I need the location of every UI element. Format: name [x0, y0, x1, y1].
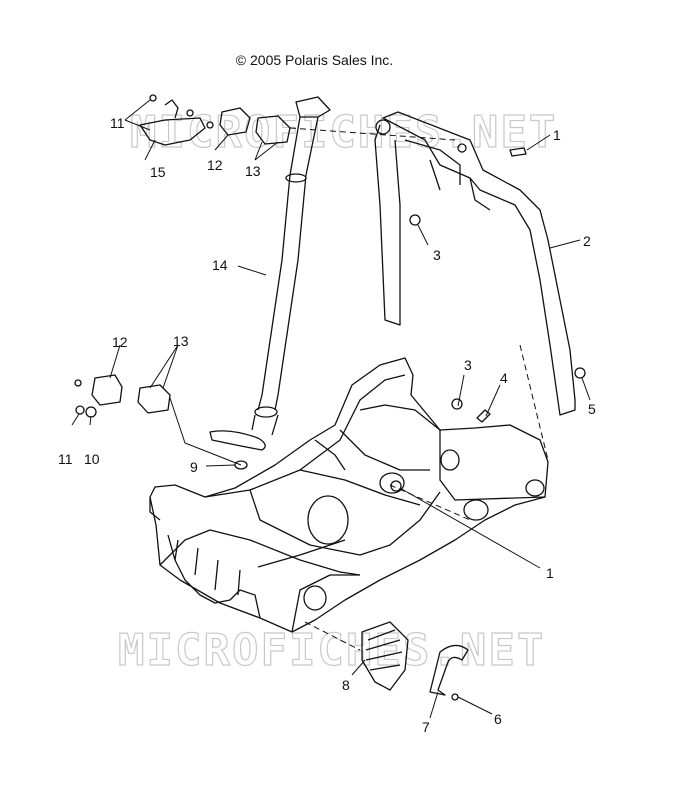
callout-2: 2 — [583, 233, 591, 249]
bolt-4 — [476, 409, 491, 423]
copyright-notice: © 2005 Polaris Sales Inc. — [235, 52, 394, 68]
nut-11-top-b — [186, 109, 194, 117]
clamp-13-left — [137, 384, 171, 414]
callout-3-mid: 3 — [464, 357, 472, 373]
nut-11-left — [75, 405, 85, 415]
shift-boot-8 — [361, 621, 409, 691]
callout-10: 10 — [84, 451, 100, 467]
callout-14: 14 — [212, 257, 228, 273]
callout-15: 15 — [150, 164, 166, 180]
clip-3-top — [409, 214, 421, 226]
watermark-bottom: MICROFICHES.NET — [118, 625, 545, 676]
steering-column — [209, 96, 331, 451]
watermark-top: MICROFICHES.NET — [130, 107, 557, 158]
bolt-1-top — [509, 147, 527, 157]
washer-10 — [85, 406, 97, 418]
callout-13-top: 13 — [245, 163, 261, 179]
callout-12-top: 12 — [207, 157, 223, 173]
clamp-12-top — [219, 107, 251, 136]
callout-12-left: 12 — [112, 334, 128, 350]
callout-5: 5 — [588, 401, 596, 417]
clip-3-mid — [451, 398, 463, 410]
nut-11-top-a — [149, 94, 157, 102]
clamp-12-left — [91, 374, 123, 406]
callout-7: 7 — [422, 719, 430, 735]
callout-3-top: 3 — [433, 247, 441, 263]
callout-6: 6 — [494, 711, 502, 727]
callout-13-left: 13 — [173, 333, 189, 349]
bolt-1-mid — [390, 480, 402, 492]
bezel-7 — [429, 644, 469, 696]
callout-9: 9 — [190, 459, 198, 475]
callout-1-top: 1 — [553, 127, 561, 143]
screw-6 — [451, 693, 459, 701]
bracket-15 — [139, 99, 206, 146]
clamp-13-top — [255, 115, 291, 145]
main-frame — [149, 357, 549, 633]
callout-8: 8 — [342, 677, 350, 693]
callout-11-left: 11 — [58, 451, 73, 467]
nut-5 — [574, 367, 586, 379]
reference-lines — [289, 127, 549, 651]
callout-1-mid: 1 — [546, 565, 554, 581]
leader-lines — [71, 99, 591, 719]
callout-11-top: 11 — [110, 115, 125, 131]
callout-4: 4 — [500, 370, 508, 386]
rear-hoop-frame — [374, 111, 576, 416]
